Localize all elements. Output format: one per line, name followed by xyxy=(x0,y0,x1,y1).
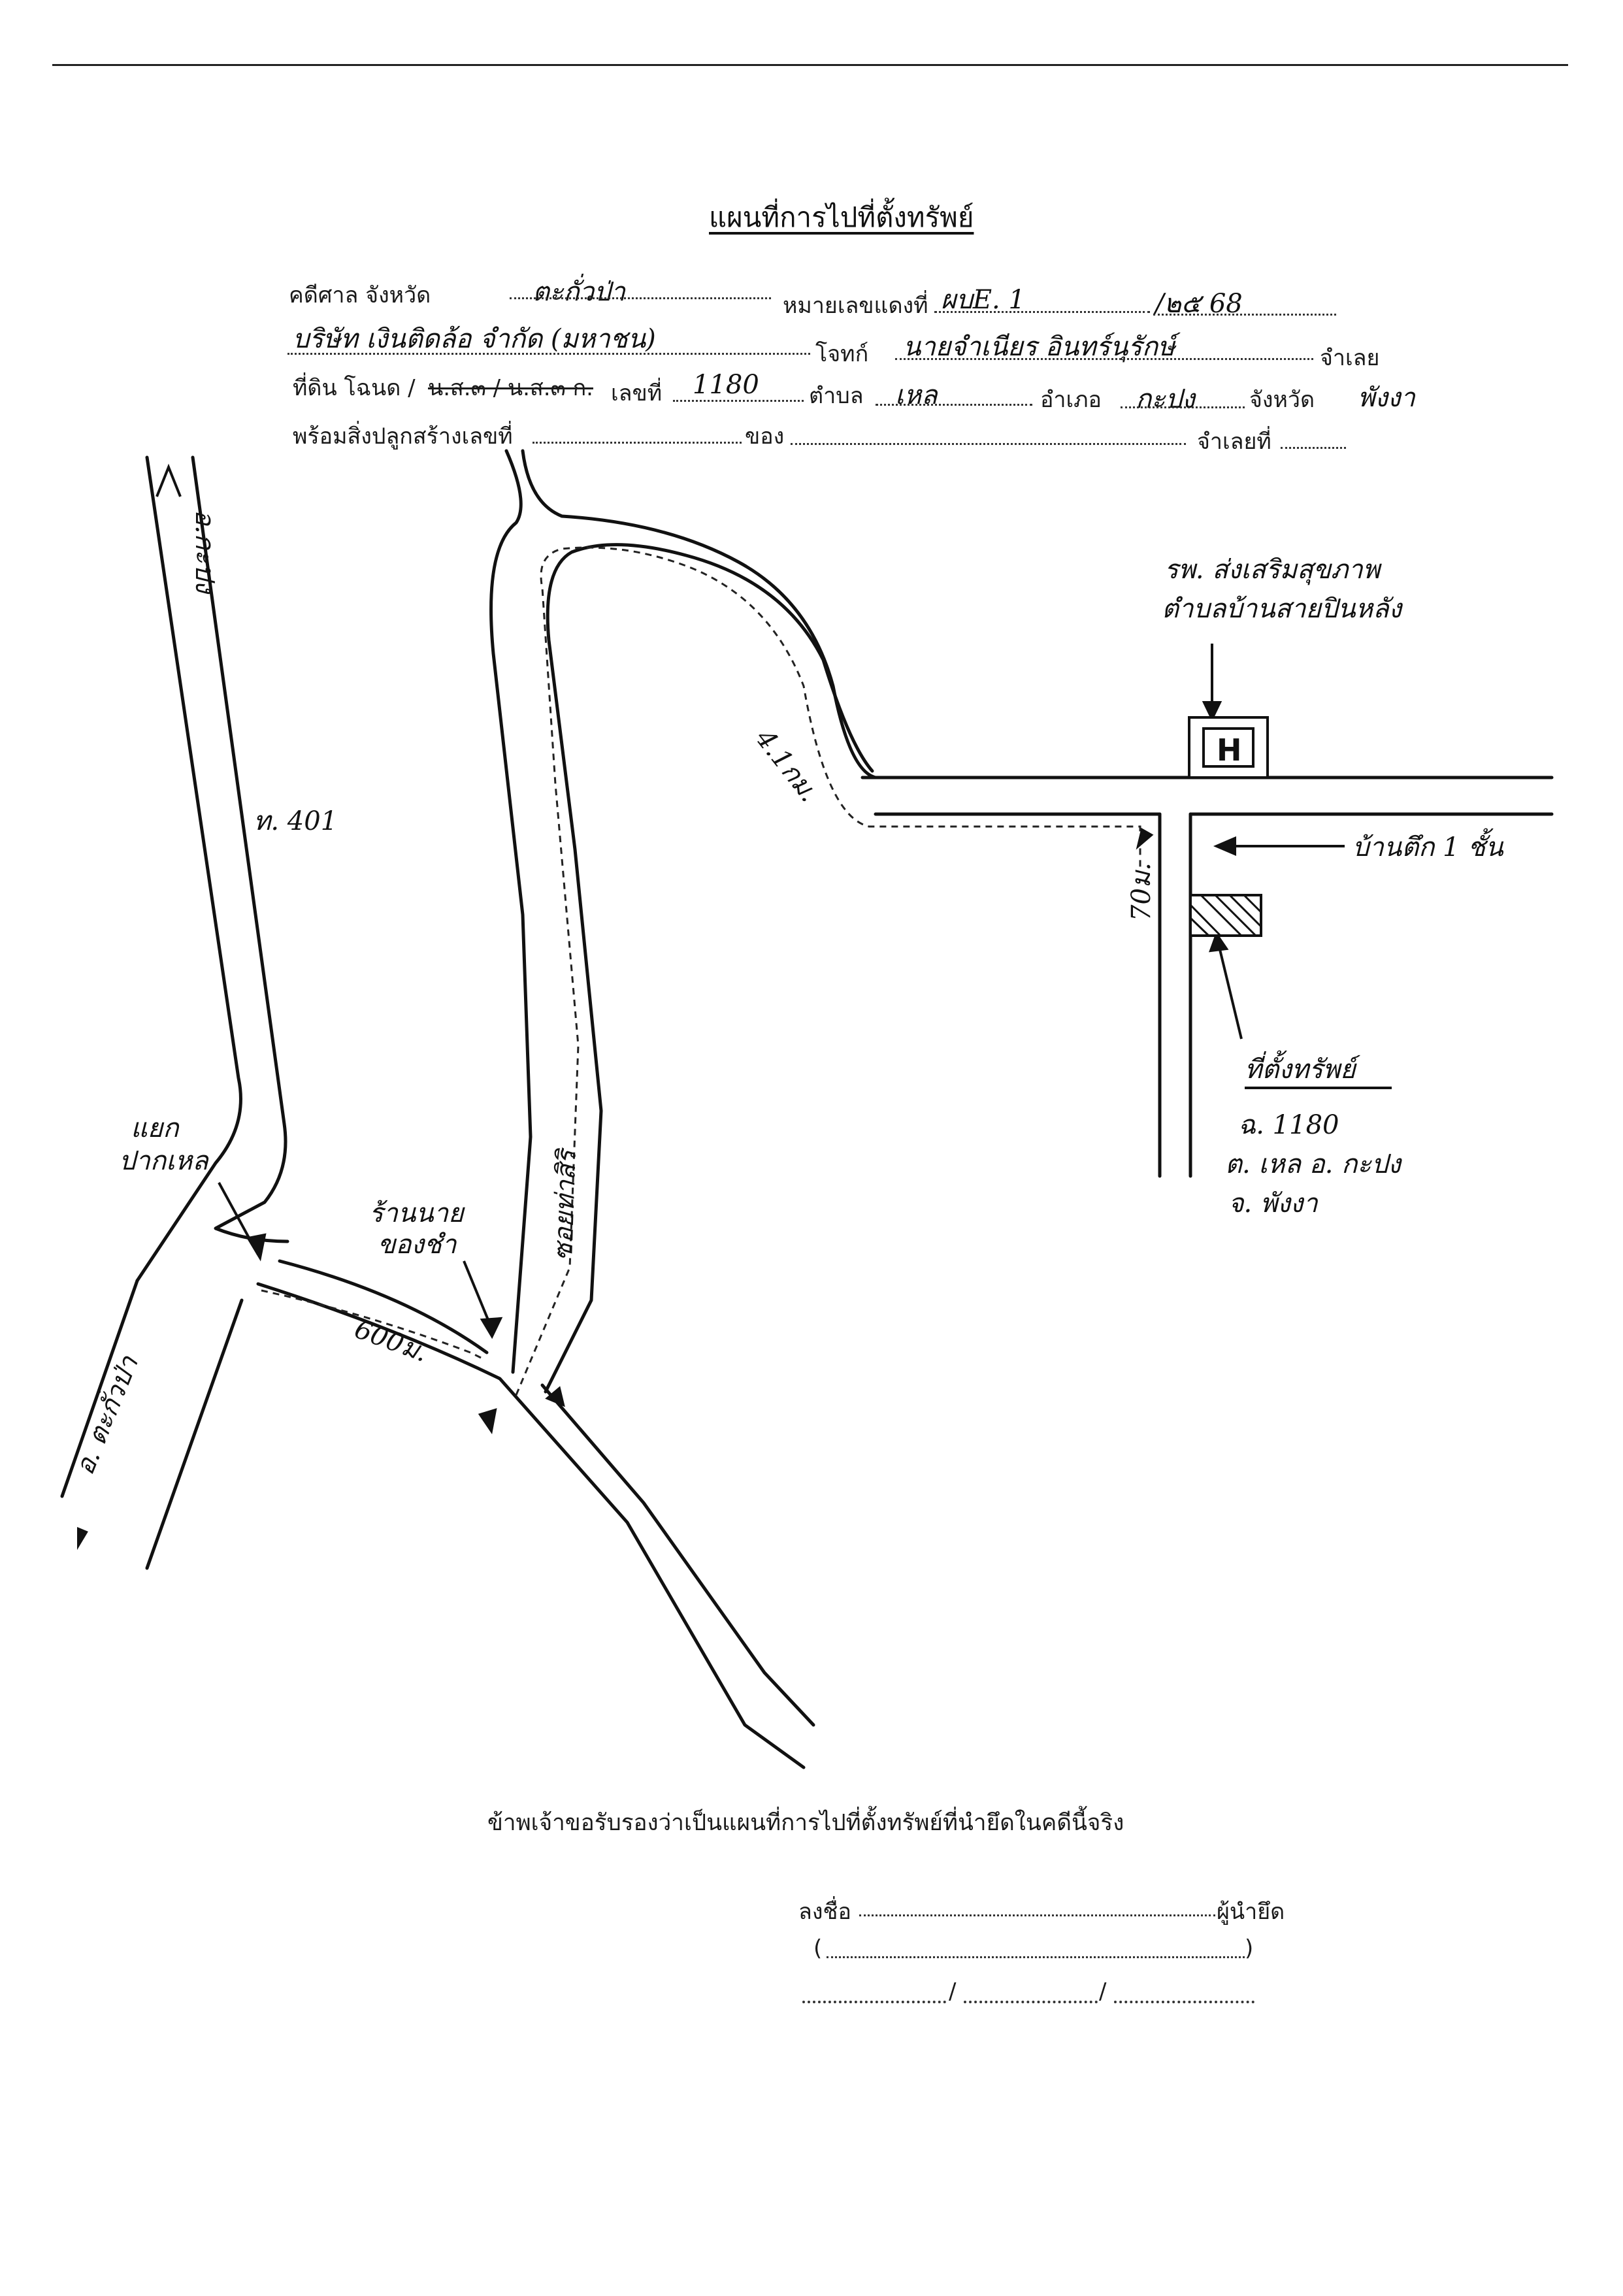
subdistrict-label: ตำบล xyxy=(809,383,864,409)
defendant-no-label: จำเลยที่ xyxy=(1197,429,1271,455)
name-paren-close: ) xyxy=(1245,1935,1254,1961)
defendant-label: จำเลย xyxy=(1320,345,1380,371)
arrow-70m-icon xyxy=(1136,827,1154,850)
arrow-takuapa-icon xyxy=(77,1527,88,1550)
property-label: ที่ตั้งทรัพย์ xyxy=(1245,1050,1361,1085)
road-takuapa-inner xyxy=(145,1298,244,1570)
certification-statement: ข้าพเจ้าขอรับรองว่าเป็นแผนที่การไปที่ตั้… xyxy=(487,1810,1124,1836)
hospital-label-line1: รพ. ส่งเสริมสุขภาพ xyxy=(1164,555,1383,585)
hospital-inner-box xyxy=(1202,727,1254,768)
shop-label-1: ร้านนาย xyxy=(369,1198,465,1228)
doc-types-struck: น.ส.๓ / น.ส.๓ ก. xyxy=(428,375,593,401)
property-detail-3: จ. พังงา xyxy=(1228,1189,1319,1219)
junction-label-1: แยก xyxy=(131,1113,180,1143)
distance-600m-label: 600ม. xyxy=(351,1314,432,1368)
seizer-label: ผู้นำยึด xyxy=(1217,1899,1285,1925)
top-rule xyxy=(52,64,1568,66)
main-road-edge-b xyxy=(278,1259,489,1354)
junction-label-2: ปากเหล xyxy=(119,1146,210,1176)
distance-4-1km-label: 4.1กม. xyxy=(749,723,825,808)
court-value-dots xyxy=(510,297,771,299)
distance-70m-label: 70ม. xyxy=(1126,862,1156,921)
land-label: ที่ดิน โฉนด / xyxy=(293,375,416,401)
road-401-left-edge xyxy=(135,455,242,1283)
arrow-soi-end-icon xyxy=(545,1386,565,1407)
road-401-label: ท. 401 xyxy=(254,806,337,836)
case-year-dots xyxy=(1153,314,1336,316)
arrow-shop-head-icon xyxy=(480,1317,503,1339)
property-hatch xyxy=(1189,894,1262,937)
plaintiff-value: บริษัท เงินติดล้อ จำกัด (มหาชน) xyxy=(293,324,656,354)
number-dots xyxy=(673,400,804,402)
defendant-dots xyxy=(895,358,1313,360)
building-dots xyxy=(533,442,742,444)
number-value: 1180 xyxy=(693,370,759,400)
case-no-value: ผบE. 1 xyxy=(941,285,1025,315)
district-value: กะปง xyxy=(1136,384,1195,414)
arrow-shop-icon xyxy=(463,1260,493,1328)
date-separator-1: / xyxy=(949,1978,957,2005)
plaintiff-dots xyxy=(287,353,810,355)
date-month-line xyxy=(964,2001,1098,2003)
court-value: ตะกั่วป่า xyxy=(533,277,625,307)
of-dots xyxy=(791,443,1186,445)
building-label: พร้อมสิ่งปลูกสร้างเลขที่ xyxy=(293,423,513,450)
page-title: แผนที่การไปที่ตั้งทรัพย์ xyxy=(709,201,974,233)
sign-label: ลงชื่อ xyxy=(798,1899,851,1925)
subdistrict-dots xyxy=(876,404,1032,406)
court-label: คดีศาล จังหวัด xyxy=(289,282,431,308)
arrow-house-head-icon xyxy=(1213,836,1236,857)
defendant-value: นายจำเนียร อินทร์นุรักษ์ xyxy=(903,332,1175,362)
soi-top-branch xyxy=(521,449,877,779)
district-label: อำเภอ xyxy=(1040,387,1102,413)
road-takuapa-outer xyxy=(60,1279,139,1498)
date-day-line xyxy=(802,2001,946,2003)
soi-name-label: ซอยท่าสิริ xyxy=(548,1147,582,1261)
case-no-label: หมายเลขแดงที่ xyxy=(783,293,928,319)
arrow-hospital-head-icon xyxy=(1202,701,1222,722)
date-separator-2: / xyxy=(1099,1978,1107,2005)
property-detail-2: ต. เหล อ. กะปง xyxy=(1225,1149,1402,1179)
name-line xyxy=(827,1956,1245,1958)
plaintiff-label: โจทก์ xyxy=(815,341,869,367)
arrow-property-head-icon xyxy=(1209,931,1229,953)
province-value: พังงา xyxy=(1358,383,1415,413)
date-year-line xyxy=(1114,2001,1254,2003)
number-label: เลขที่ xyxy=(611,380,663,406)
name-paren-open: ( xyxy=(813,1935,823,1961)
route-dashed-upper xyxy=(515,546,1141,1396)
main-road-edge-c xyxy=(540,1383,815,1727)
hospital-label-line2: ตำบลบ้านสายปินหลัง xyxy=(1162,594,1403,624)
arrow-up-icon xyxy=(156,463,182,497)
main-road-edge-a xyxy=(256,1282,806,1769)
soi-left-edge xyxy=(489,449,533,1374)
province-label: จังหวัด xyxy=(1249,387,1315,413)
of-label: ของ xyxy=(745,423,785,450)
house-label: บ้านตึก 1 ชั้น xyxy=(1352,828,1504,862)
district-dots xyxy=(1121,406,1245,408)
hospital-symbol: H xyxy=(1217,732,1242,768)
shop-label-2: ของชำ xyxy=(378,1230,457,1260)
arrow-600m-icon xyxy=(478,1408,497,1435)
defendant-no-dots xyxy=(1281,447,1346,449)
arrow-junction-head-icon xyxy=(246,1233,267,1262)
road-to-ao-kaphong-label: อ.กะปง xyxy=(189,510,220,595)
case-no-dots xyxy=(934,311,1150,313)
arrow-property-icon xyxy=(1217,943,1243,1040)
property-detail-1: ฉ. 1180 xyxy=(1238,1110,1339,1140)
soi-right-edge xyxy=(544,543,874,1394)
signature-line xyxy=(859,1914,1215,1916)
